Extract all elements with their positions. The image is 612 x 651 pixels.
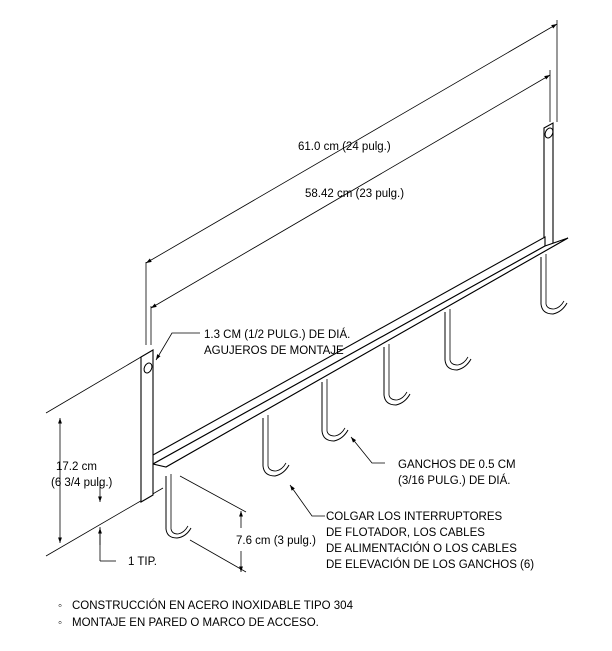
hooks-diameter-line-2: (3/16 PULG.) DE DIÁ. bbox=[398, 474, 510, 487]
hang-instructions-line-1: COLGAR LOS INTERRUPTORES bbox=[326, 511, 502, 523]
hook-2 bbox=[262, 415, 290, 477]
hook-5 bbox=[444, 309, 472, 371]
left-mounting-hole bbox=[143, 362, 153, 374]
hook-6 bbox=[540, 254, 568, 315]
leader-hooks-diameter bbox=[350, 436, 385, 464]
hook-1 bbox=[165, 474, 192, 539]
hook-3 bbox=[321, 379, 349, 442]
hang-instructions-line-2: DE FLOTADOR, LOS CABLES bbox=[326, 527, 485, 539]
hang-instructions-line-4: DE ELEVACIÓN DE LOS GANCHOS (6) bbox=[326, 558, 534, 571]
typical-label: 1 TIP. bbox=[128, 556, 157, 568]
mounting-holes-line-2: AGUJEROS DE MONTAJE bbox=[204, 345, 344, 357]
hang-instructions-line-3: DE ALIMENTACIÓN O LOS CABLES bbox=[326, 542, 517, 555]
note-material: ◦ CONSTRUCCIÓN EN ACERO INOXIDABLE TIPO 3… bbox=[58, 598, 353, 615]
hook-depth-label: 7.6 cm (3 pulg.) bbox=[236, 535, 316, 547]
extension-line-hook-depth-top bbox=[179, 475, 247, 513]
hook-4 bbox=[383, 344, 411, 406]
rack-flange-edge bbox=[165, 237, 569, 468]
leader-hang-instructions bbox=[289, 484, 325, 517]
leader-mounting-holes bbox=[155, 332, 200, 361]
right-mounting-hole bbox=[544, 127, 554, 139]
hook-span-label: 58.42 cm (23 pulg.) bbox=[305, 188, 404, 200]
hooks-diameter-line-1: GANCHOS DE 0.5 CM bbox=[398, 459, 516, 471]
note-bullet: ◦ bbox=[58, 600, 63, 612]
note-bullet: ◦ bbox=[58, 617, 63, 629]
right-mounting-plate bbox=[543, 122, 554, 251]
dimension-line-hook-span bbox=[150, 74, 551, 309]
note-mounting: ◦ MONTAJE EN PARED O MARCO DE ACCESO. bbox=[58, 615, 353, 632]
note-text: CONSTRUCCIÓN EN ACERO INOXIDABLE TIPO 30… bbox=[72, 600, 353, 612]
note-text: MONTAJE EN PARED O MARCO DE ACCESO. bbox=[72, 617, 319, 629]
overall-length-label: 61.0 cm (24 pulg.) bbox=[298, 141, 391, 153]
extension-line-hook-depth-bottom bbox=[189, 539, 247, 573]
wall-line-top bbox=[45, 356, 142, 414]
notes-list: ◦ CONSTRUCCIÓN EN ACERO INOXIDABLE TIPO 3… bbox=[58, 598, 353, 632]
height-cm-label: 17.2 cm bbox=[56, 461, 97, 473]
left-mounting-plate bbox=[140, 349, 154, 503]
mounting-holes-line-1: 1.3 CM (1/2 PULG.) DE DIÁ. bbox=[204, 328, 350, 341]
height-in-label: (6 3/4 pulg.) bbox=[51, 477, 113, 489]
